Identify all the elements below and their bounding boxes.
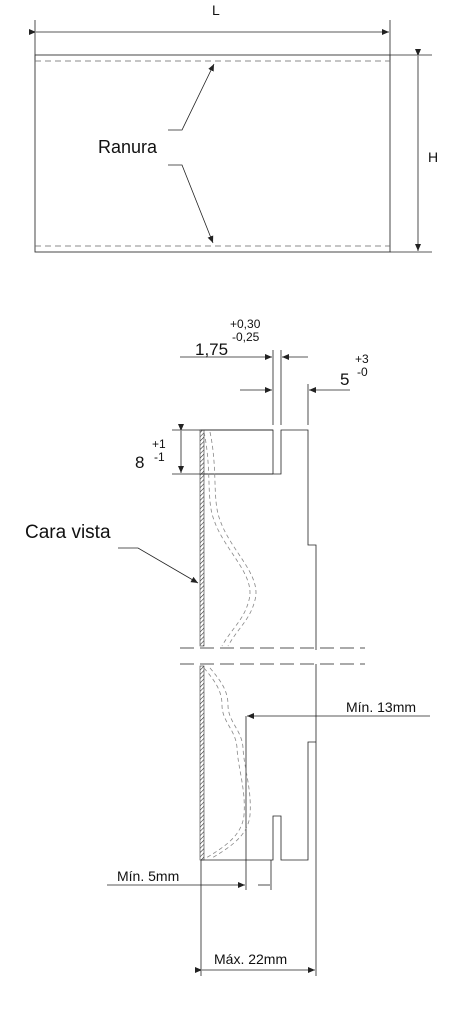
groove-callout: Ranura — [98, 63, 215, 244]
groove-height-value: 8 — [135, 453, 144, 472]
length-dimension: L — [29, 2, 391, 60]
face-label: Cara vista — [25, 522, 111, 543]
min-13-dimension: Mín. 13mm — [247, 699, 430, 719]
face-veneer-upper — [199, 429, 205, 647]
groove-width-tol-plus: +0,30 — [230, 317, 261, 331]
groove-height-tol-plus: +1 — [152, 437, 166, 451]
min-5-label: Mín. 5mm — [117, 868, 179, 884]
panel-outline — [34, 54, 391, 253]
hidden-curve-upper — [203, 431, 251, 647]
min-5-dimension: Mín. 5mm — [107, 860, 272, 890]
profile-section: 1,75 +0,30 -0,25 5 +3 -0 8 +1 -1 — [25, 317, 430, 976]
groove-depth-tol-minus: -0 — [357, 365, 368, 379]
profile-upper-outline — [199, 429, 317, 650]
groove-height-tol-minus: -1 — [154, 450, 165, 464]
break-lines — [180, 647, 365, 665]
top-view: L H Ranura — [29, 2, 438, 253]
hidden-curve-lower — [203, 667, 245, 859]
groove-width-tol-minus: -0,25 — [232, 330, 260, 344]
height-label: H — [428, 149, 438, 165]
min-13-label: Mín. 13mm — [346, 699, 416, 715]
length-label: L — [212, 2, 220, 18]
max-22-dimension: Máx. 22mm — [195, 742, 317, 976]
height-dimension: H — [390, 49, 438, 253]
groove-depth-dimension: 5 +3 -0 — [240, 352, 369, 425]
profile-lower-outline — [199, 664, 317, 861]
groove-depth-value: 5 — [340, 370, 349, 389]
groove-width-dimension: 1,75 +0,30 -0,25 — [180, 317, 308, 425]
groove-width-value: 1,75 — [195, 340, 228, 359]
groove-label: Ranura — [98, 137, 158, 157]
groove-depth-tol-plus: +3 — [355, 352, 369, 366]
face-veneer-lower — [199, 665, 205, 861]
max-22-label: Máx. 22mm — [214, 951, 287, 967]
face-callout: Cara vista — [25, 522, 199, 584]
